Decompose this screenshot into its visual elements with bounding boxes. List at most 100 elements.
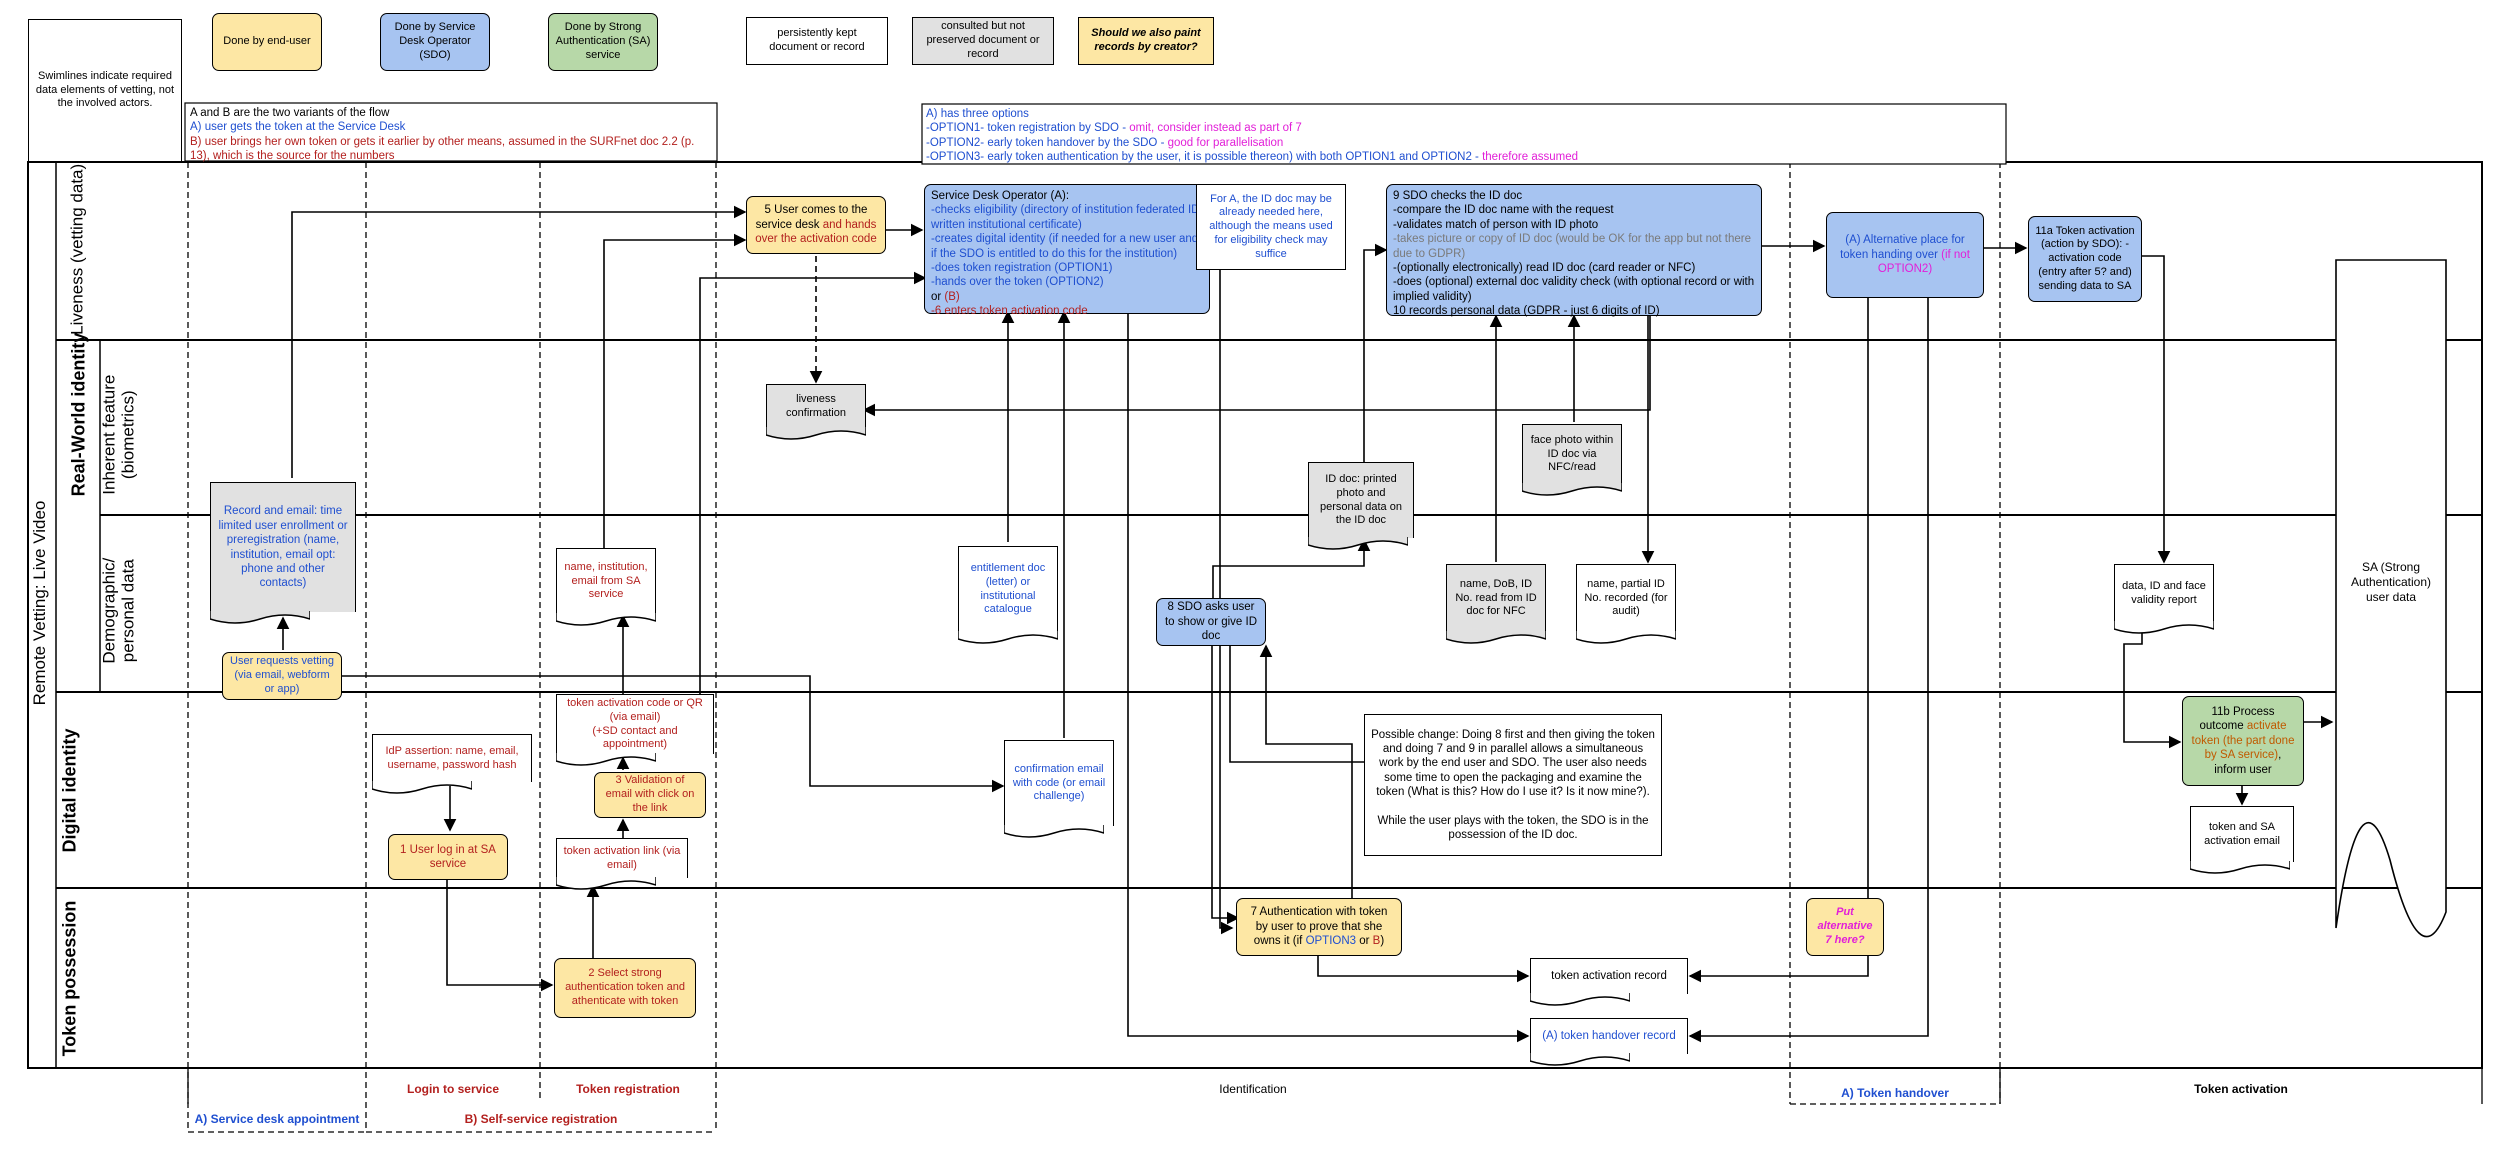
- token-code-a: token activation code or QR (via email): [567, 697, 703, 723]
- doc-wave-edge: [1445, 631, 1546, 644]
- sa-user-data: SA (Strong Authentication) user data: [2350, 560, 2432, 604]
- id-doc-printed-text: ID doc: printed photo and personal data …: [1320, 473, 1402, 527]
- name-partial-text: name, partial ID No. recorded (for audit…: [1584, 577, 1668, 618]
- options-l3b: good for parallelisation: [1167, 136, 1284, 149]
- put-alt-7-text: Put alternative 7 here?: [1817, 906, 1873, 946]
- sdo-l3: -does token registration (OPTION1): [931, 261, 1113, 274]
- token-link-doc: token activation link (via email): [555, 838, 688, 878]
- step-11b-text-a: 11b Process outcome: [2199, 706, 2275, 733]
- step-7-text-d: B: [1372, 935, 1381, 948]
- record-email-text: Record and email: time limited user enro…: [218, 505, 348, 590]
- swimlane-note-text: Swimlines indicate required data element…: [35, 69, 175, 110]
- sdo-l2: -creates digital identity (if needed for…: [931, 233, 1199, 260]
- doc-wave-edge: [1529, 993, 1630, 1006]
- check9-l1: -compare the ID doc name with the reques…: [1393, 204, 1614, 217]
- doc-wave-edge: [1529, 1053, 1630, 1066]
- check9-l2: -validates match of person with ID photo: [1393, 218, 1599, 231]
- legend-question-text: Should we also paint records by creator?: [1091, 27, 1201, 53]
- put-alt-7-note: Put alternative 7 here?: [1806, 898, 1884, 956]
- id-doc-printed: ID doc: printed photo and personal data …: [1307, 462, 1414, 538]
- entitlement-doc: entitlement doc (letter) or institutiona…: [957, 546, 1058, 632]
- check9-l3: -takes picture or copy of ID doc (would …: [1393, 233, 1751, 260]
- step-11b-text-c: , inform user: [2214, 749, 2282, 776]
- step-1-login: 1 User log in at SA service: [388, 834, 508, 880]
- doc-wave-edge: [555, 877, 656, 890]
- variants-l3: B) user brings her own token or gets it …: [190, 135, 695, 163]
- for-a-note-text: For A, the ID doc may be already needed …: [1209, 192, 1333, 260]
- legend-consulted: consulted but not preserved document or …: [912, 17, 1054, 65]
- name-institution-text: name, institution, email from SA service: [564, 560, 648, 601]
- options-l2b: omit, consider instead as part of 7: [1129, 122, 1302, 135]
- options-l1: A) has three options: [926, 108, 1029, 120]
- phase-token-reg: Token registration: [576, 1082, 680, 1096]
- name-dob-text: name, DoB, ID No. read from ID doc for N…: [1455, 577, 1537, 618]
- phase-token-activation: Token activation: [2194, 1082, 2288, 1096]
- options-l4a: -OPTION3- early token authentication by …: [926, 151, 1483, 164]
- legend-sa-text: Done by Strong Authentication (SA) servi…: [555, 21, 651, 61]
- name-dob-doc: name, DoB, ID No. read from ID doc for N…: [1445, 564, 1546, 632]
- legend-sa: Done by Strong Authentication (SA) servi…: [548, 13, 658, 71]
- doc-wave-edge: [765, 427, 866, 440]
- options-l2a: -OPTION1- token registration by SDO -: [926, 122, 1130, 135]
- options-l3a: -OPTION2- early token handover by the SD…: [926, 136, 1168, 149]
- possible-change-text-2: While the user plays with the token, the…: [1377, 814, 1649, 842]
- legend-question: Should we also paint records by creator?: [1078, 17, 1214, 65]
- doc-wave-edge: [555, 753, 656, 766]
- face-photo-doc: face photo within ID doc via NFC/read: [1521, 424, 1622, 484]
- face-photo-text: face photo within ID doc via NFC/read: [1530, 433, 1614, 474]
- liveness-confirmation-text: liveness confirmation: [786, 392, 846, 419]
- step-7-text-e: ): [1380, 935, 1385, 948]
- entitlement-doc-text: entitlement doc (letter) or institutiona…: [970, 562, 1046, 616]
- legend-sdo-text: Done by Service Desk Operator (SDO): [394, 21, 476, 61]
- legend-end-user-text: Done by end-user: [223, 35, 311, 48]
- step-2-select-token: 2 Select strong authentication token and…: [554, 958, 696, 1018]
- check9-title: 9 SDO checks the ID doc: [1393, 190, 1523, 202]
- step-11b-text-b: activate token (the part done by SA serv…: [2191, 720, 2295, 762]
- step-7-authentication: 7 Authentication with token by user to p…: [1236, 898, 1402, 956]
- step-3-text: 3 Validation of email with click on the …: [605, 774, 695, 814]
- data-id-face-doc: data, ID and face validity report: [2113, 564, 2214, 622]
- variants-l2: A) user gets the token at the Service De…: [190, 121, 406, 134]
- lane-digital-label: Digital identity: [59, 728, 80, 853]
- swimlane-note: Swimlines indicate required data element…: [28, 19, 182, 162]
- legend-end-user: Done by end-user: [212, 13, 322, 71]
- legend-consulted-text: consulted but not preserved document or …: [926, 20, 1040, 60]
- variants-l1: A and B are the two variants of the flow: [190, 107, 390, 119]
- options-l4b: therefore assumed: [1482, 151, 1578, 164]
- lane-demographic-label: Demographic/ personal data: [99, 557, 137, 664]
- token-link-text: token activation link (via email): [563, 844, 681, 871]
- step-5-user-comes: 5 User comes to the service desk and han…: [746, 196, 886, 254]
- name-institution-doc: name, institution, email from SA service: [555, 548, 656, 614]
- step-1-text: 1 User log in at SA service: [400, 843, 496, 870]
- user-requests-text: User requests vetting (via email, webfor…: [230, 655, 334, 695]
- doc-wave-edge: [1003, 825, 1104, 838]
- doc-wave-edge: [371, 781, 472, 794]
- sdo-l1: -checks eligibility (directory of instit…: [931, 204, 1203, 231]
- token-code-b: (+SD contact and appointment): [592, 724, 678, 751]
- doc-wave-edge: [957, 631, 1058, 644]
- user-requests-vetting: User requests vetting (via email, webfor…: [222, 652, 342, 700]
- step-11a-text: 11a Token activation (action by SDO): -a…: [2035, 224, 2135, 292]
- variants-note: A and B are the two variants of the flow…: [190, 106, 715, 164]
- sdo-l4: -hands over the token (OPTION2): [931, 276, 1104, 289]
- token-handover-record-text: (A) token handover record: [1542, 1030, 1676, 1043]
- confirmation-email-text: confirmation email with code (or email c…: [1012, 762, 1106, 803]
- legend-kept: persistently kept document or record: [746, 17, 888, 65]
- phase-a-service-desk: A) Service desk appointment: [194, 1112, 360, 1126]
- idp-assertion-text: IdP assertion: name, email, username, pa…: [385, 744, 519, 771]
- data-id-face-text: data, ID and face validity report: [2122, 579, 2206, 606]
- phase-identification: Identification: [1219, 1082, 1287, 1096]
- step-7-text-c: or: [1356, 935, 1373, 948]
- phase-a-handover: A) Token handover: [1841, 1086, 1949, 1100]
- phase-b-self-service: B) Self-service registration: [464, 1112, 618, 1126]
- doc-wave-edge: [1307, 537, 1408, 550]
- sdo-l5a: or: [931, 290, 945, 303]
- sdo-title: Service Desk Operator (A):: [931, 190, 1070, 202]
- idp-assertion-doc: IdP assertion: name, email, username, pa…: [371, 734, 532, 782]
- name-partial-doc: name, partial ID No. recorded (for audit…: [1575, 564, 1676, 632]
- options-note: A) has three options -OPTION1- token reg…: [926, 107, 2004, 165]
- token-sa-email-text: token and SA activation email: [2204, 820, 2280, 847]
- step-7-text-a: 7 Authentication with token by user to p…: [1250, 906, 1388, 948]
- liveness-confirmation-doc: liveness confirmation: [765, 384, 866, 428]
- sdo-l6: -6 enters token activation code: [931, 305, 1088, 317]
